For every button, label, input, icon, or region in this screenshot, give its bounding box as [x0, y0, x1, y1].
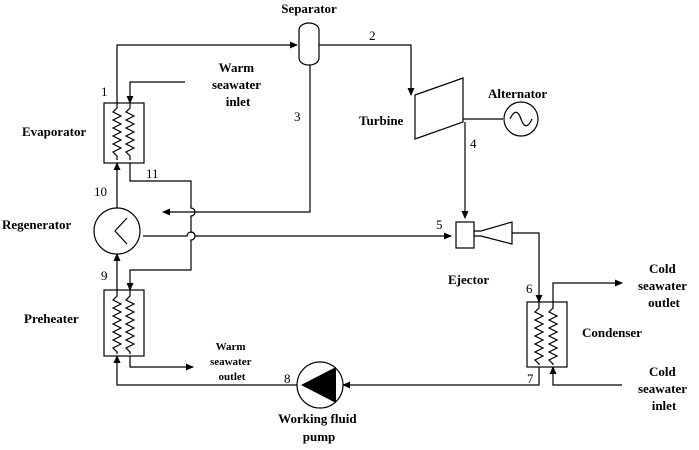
state-point-6: 6 — [526, 281, 533, 296]
alternator — [503, 101, 539, 137]
state-point-9: 9 — [101, 268, 108, 283]
pipe-separator-to-turbine — [319, 44, 415, 96]
pipe-separator-to-regenerator — [162, 64, 311, 216]
preheater-label: Preheater — [24, 311, 79, 326]
pipe-condenser-to-pump — [342, 367, 540, 389]
pipe-evaporator-to-preheater — [126, 163, 196, 291]
ejector-label: Ejector — [448, 272, 489, 287]
pump-label-line2: pump — [303, 429, 336, 444]
pipe-ejector-to-condenser — [512, 232, 543, 303]
pipe-warm-seawater-inlet — [126, 81, 185, 104]
pipe-pump-to-preheater — [113, 355, 297, 386]
evaporator-label: Evaporator — [22, 124, 87, 139]
condenser — [526, 301, 568, 368]
pipe-cold-seawater-outlet — [552, 279, 623, 302]
alternator-label: Alternator — [488, 86, 547, 101]
pipe-regenerator-to-ejector — [143, 231, 452, 240]
state-point-11: 11 — [146, 166, 159, 181]
pump-label: Working fluid pump — [278, 411, 360, 444]
pump-label-line1: Working fluid — [278, 411, 357, 426]
state-point-5: 5 — [436, 217, 443, 232]
turbine — [414, 77, 464, 140]
cold-seawater-inlet-label: Cold seawater inlet — [638, 364, 690, 413]
state-point-3: 3 — [294, 109, 301, 124]
evaporator — [103, 102, 145, 164]
pipe-cold-seawater-inlet — [549, 366, 622, 386]
preheater — [103, 289, 145, 357]
state-point-4: 4 — [470, 136, 477, 151]
cold-seawater-outlet-label: Cold seawater outlet — [638, 261, 690, 310]
pipe-evaporator-to-separator — [116, 41, 298, 103]
pipe-warm-seawater-outlet — [129, 356, 194, 371]
separator — [298, 22, 320, 66]
state-point-10: 10 — [94, 184, 107, 199]
warm-seawater-outlet-label: Warm seawater outlet — [210, 341, 254, 383]
condenser-label: Condenser — [582, 325, 642, 340]
state-point-1: 1 — [101, 84, 108, 99]
state-point-7: 7 — [527, 371, 534, 386]
warm-seawater-inlet-label: Warm seawater inlet — [212, 60, 264, 109]
state-point-8: 8 — [284, 371, 291, 386]
separator-label: Separator — [281, 1, 337, 16]
regenerator — [93, 207, 141, 255]
regenerator-label: Regenerator — [2, 217, 72, 232]
working-fluid-pump — [296, 361, 344, 409]
ejector — [455, 221, 513, 249]
turbine-label: Turbine — [359, 113, 404, 128]
state-point-2: 2 — [369, 28, 376, 43]
